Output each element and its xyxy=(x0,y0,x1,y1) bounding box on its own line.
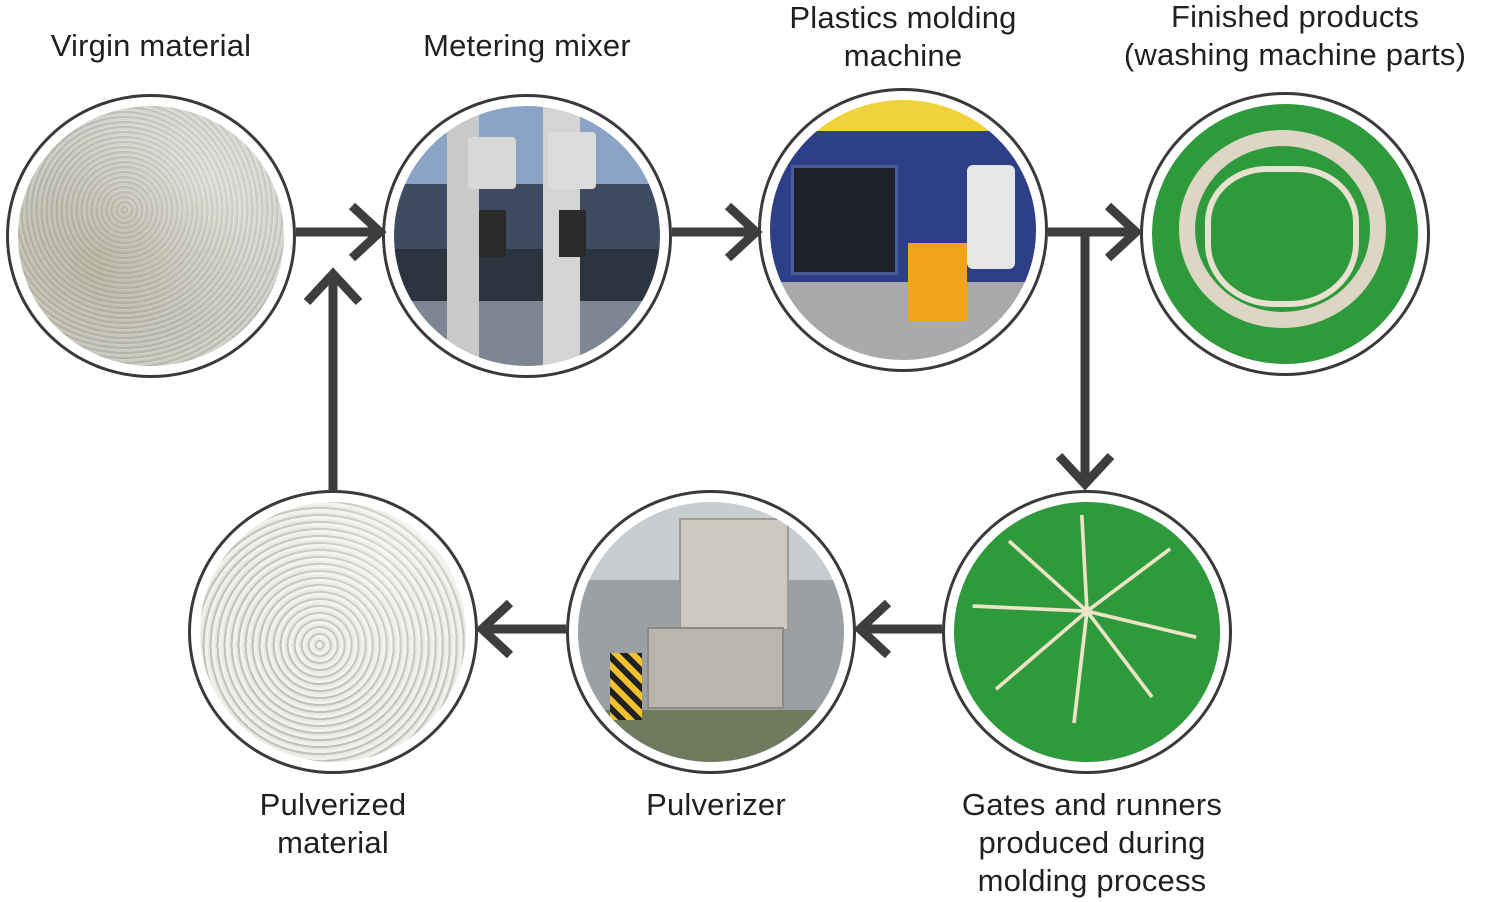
pulverizer-node xyxy=(566,490,856,774)
finished-products-node xyxy=(1140,92,1430,376)
finished-products-image xyxy=(1152,104,1418,364)
label-molding-machine: Plastics molding machine xyxy=(789,0,1017,73)
gates-runners-image xyxy=(954,502,1220,762)
label-pulverizer: Pulverizer xyxy=(646,787,786,822)
metering-mixer-node xyxy=(382,94,672,378)
label-gates-runners: Gates and runners produced during moldin… xyxy=(961,787,1223,898)
label-virgin-material: Virgin material xyxy=(50,28,252,63)
gates-runners-node xyxy=(942,490,1232,774)
pulverizer-image xyxy=(578,502,844,762)
virgin-material-node xyxy=(6,94,296,378)
pulverized-material-image xyxy=(200,502,466,762)
label-finished-products: Finished products (washing machine parts… xyxy=(1123,0,1467,72)
label-metering-mixer: Metering mixer xyxy=(423,28,631,63)
metering-mixer-image xyxy=(394,106,660,366)
molding-machine-node xyxy=(758,88,1048,372)
pulverized-material-node xyxy=(188,490,478,774)
label-pulverized-material: Pulverized material xyxy=(259,787,407,860)
virgin-material-image xyxy=(18,106,284,366)
molding-machine-image xyxy=(770,100,1036,360)
